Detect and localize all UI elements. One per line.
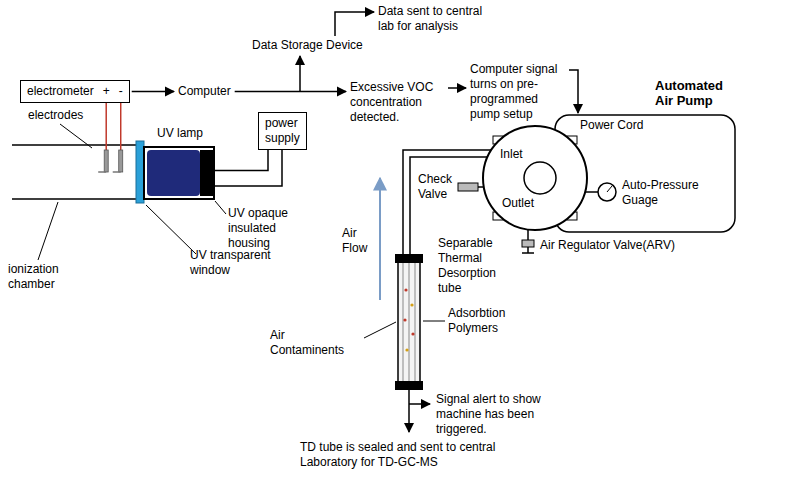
electrode-foot	[113, 171, 121, 173]
diagram-label: Computer signal turns on pre-programmed …	[470, 62, 566, 122]
pressure-gauge	[598, 183, 616, 201]
tube-cap	[395, 381, 423, 390]
contaminant-dot	[404, 288, 407, 291]
power-box: power supply	[258, 112, 307, 150]
flow-arrow	[235, 91, 346, 93]
diagram-label: UV transparent window	[190, 248, 285, 278]
diagram-label: Check Valve	[418, 172, 454, 202]
node-text: power supply	[265, 116, 300, 146]
pump-housing	[483, 126, 587, 230]
pump-rotor	[524, 162, 556, 194]
diagram-label: Power Cord	[580, 118, 643, 133]
diagram-label: Separable Thermal Desorption tube	[438, 236, 516, 296]
diagram-label: electrodes	[28, 108, 83, 123]
diagram-label: Computer	[178, 84, 231, 99]
diagram-label: Inlet	[500, 147, 523, 162]
td-tube	[398, 262, 420, 382]
electrode-foot	[98, 171, 106, 173]
flow-arrow	[335, 12, 374, 36]
flow-arrow	[409, 403, 430, 405]
diagram-label: Adsorbtion Polymers	[448, 306, 528, 336]
electrode	[104, 150, 108, 172]
diagram-label: Excessive VOC concentration detected.	[350, 80, 445, 125]
contaminant-dot	[403, 318, 406, 321]
diagram-label: TD tube is sealed and sent to central La…	[300, 440, 515, 470]
chamber-wall	[12, 145, 136, 199]
gauge-line	[585, 191, 598, 193]
regulator-valve	[522, 240, 534, 247]
diagram-label: Air Flow	[342, 226, 374, 256]
flow-arrow	[448, 87, 466, 89]
diagram-label: Auto-Pressure Guage	[622, 178, 714, 208]
diagram-label: ionization chamber	[8, 262, 78, 292]
layout-lines	[98, 12, 578, 186]
node-text: -	[119, 84, 123, 99]
wire	[214, 150, 282, 186]
flow-arrow	[408, 390, 410, 432]
diagram-label: Air Regulator Valve(ARV)	[540, 238, 675, 253]
electrode-wire	[120, 103, 122, 150]
electrode	[119, 150, 123, 172]
instrument-box: electrometer +-	[20, 80, 130, 103]
diagram-label: Data sent to central lab for analysis	[378, 4, 500, 34]
air-flow-arrow	[379, 178, 381, 300]
contaminant-dot	[411, 332, 414, 335]
diagram-label: UV opaque insulated housing	[228, 206, 300, 251]
diagram-label: Data Storage Device	[252, 38, 363, 53]
tube-packing	[403, 263, 415, 381]
regulator-handle	[522, 247, 534, 253]
diagram-label: Outlet	[502, 196, 534, 211]
lamp-cylinder	[147, 150, 200, 196]
check-valve	[458, 183, 478, 191]
lamp-node: UV lamp	[146, 126, 214, 204]
diagram-label: Air Contaminents	[270, 328, 360, 358]
lamp-cap	[200, 150, 214, 196]
contaminant-dot	[405, 348, 408, 351]
contaminant-dot	[410, 303, 413, 306]
node-text: +	[103, 84, 110, 99]
flow-arrow	[299, 56, 301, 92]
lamp-housing	[144, 147, 214, 199]
diagram-label: Automated Air Pump	[655, 78, 735, 108]
electrode-wire	[105, 103, 107, 150]
uv-window	[136, 141, 144, 203]
leader-line	[38, 124, 445, 338]
gauge-needle	[607, 186, 612, 192]
tube-cap	[395, 254, 423, 263]
flow-arrow	[569, 70, 578, 113]
node-text: UV lamp	[157, 126, 203, 141]
node-text: electrometer	[27, 84, 94, 99]
diagram-label: Signal alert to show machine has been tr…	[436, 392, 548, 437]
flow-arrow	[132, 91, 174, 93]
wire-connector	[214, 150, 268, 170]
